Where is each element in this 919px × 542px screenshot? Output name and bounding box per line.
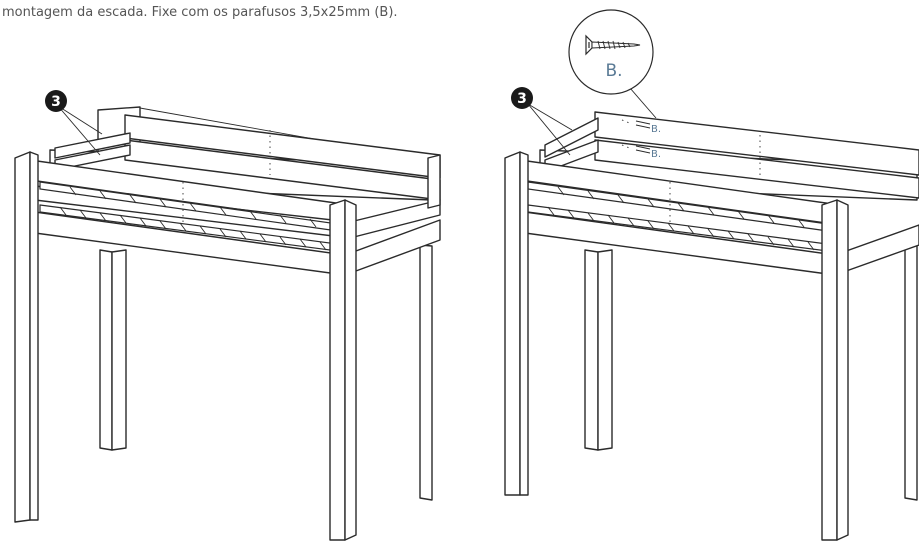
screw-callout-label: B. [605,61,622,81]
right-bed-frame: B. B. 3 [504,87,919,541]
left-part3-board-upper [54,132,131,159]
right-screw-label-bottom: B. [651,149,661,160]
left-rear-leg-right [419,244,433,501]
right-part-number: 3 [517,91,527,107]
left-slats [39,181,346,253]
left-front-leg-right [329,199,346,541]
left-bed-frame: 3 [14,90,441,541]
right-rear-leg-right [904,244,918,501]
left-front-leg-left [14,151,31,523]
right-screw-label-top: B. [651,124,661,135]
right-part-badge [511,87,533,109]
right-front-leg-right [821,199,838,541]
left-part-badge [45,90,67,112]
screw-callout: B. [568,9,657,119]
right-front-leg-left [504,151,521,496]
instruction-text: montagem da escada. Fixe com os parafuso… [2,5,398,20]
right-screw-top: B. [621,119,661,135]
left-part-number: 3 [51,94,61,110]
right-part3-board-upper [544,117,599,158]
right-rear-leg-left [584,249,599,451]
screw-icon [585,34,641,56]
right-screw-bottom: B. [621,144,661,160]
left-rear-leg-left [99,249,113,451]
